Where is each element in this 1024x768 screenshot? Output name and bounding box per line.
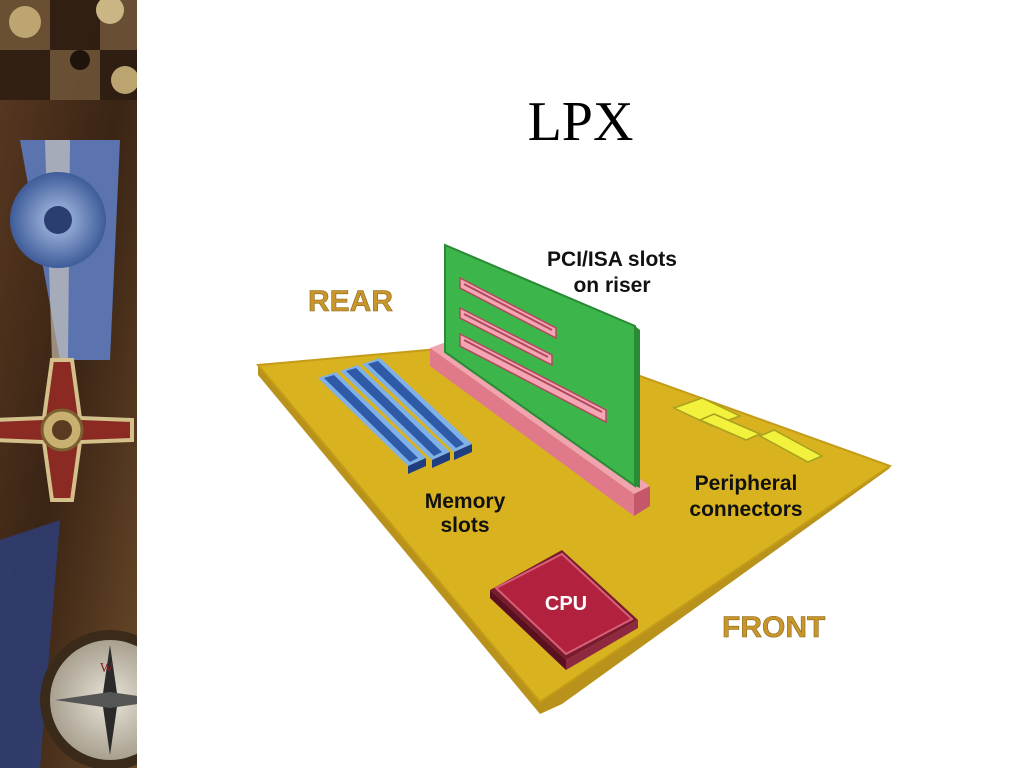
cpu-label: CPU: [545, 593, 587, 615]
peripheral-connectors-label-line2: connectors: [689, 498, 802, 521]
peripheral-connector: [758, 429, 824, 463]
rear-label: REAR: [308, 285, 393, 318]
medals-collage-image: W: [0, 0, 137, 768]
expansion-slot: [459, 306, 553, 367]
cpu-chip: [490, 550, 638, 670]
memory-slot: [340, 365, 450, 468]
riser-slots-label-line1: PCI/ISA slots: [547, 248, 677, 271]
memory-slot: [318, 372, 426, 474]
riser-slots-label-line2: on riser: [573, 274, 650, 297]
lpx-motherboard-diagram: REAR FRONT PCI/ISA slots on riser Memory…: [240, 230, 910, 720]
memory-slots-label-line2: slots: [440, 514, 489, 537]
memory-slot: [362, 358, 472, 460]
motherboard-illustration: REAR FRONT PCI/ISA slots on riser Memory…: [256, 243, 893, 714]
expansion-slot: [459, 276, 557, 340]
peripheral-connectors-label-line1: Peripheral: [695, 472, 798, 495]
peripheral-connector: [698, 413, 762, 441]
slide-title: LPX: [527, 91, 634, 153]
svg-text:W: W: [100, 661, 114, 676]
expansion-slot: [459, 332, 607, 424]
memory-slots-label-line1: Memory: [425, 490, 506, 513]
decorative-side-strip: W: [0, 0, 137, 768]
front-label: FRONT: [722, 611, 825, 644]
